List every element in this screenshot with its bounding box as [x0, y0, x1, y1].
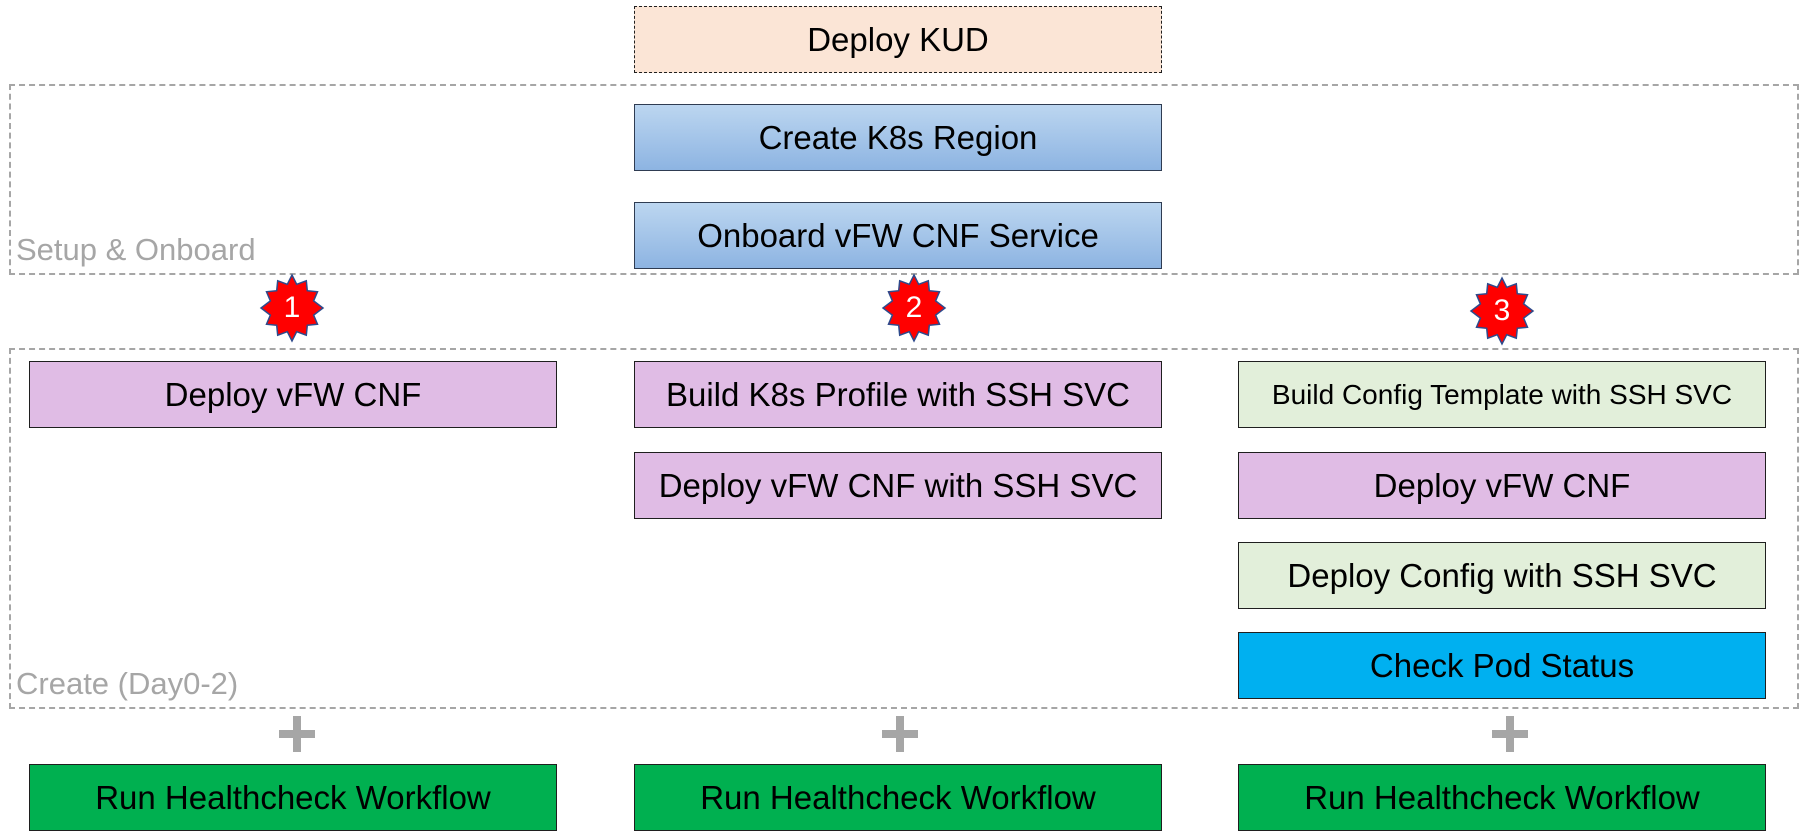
badge-1-label: 1	[284, 291, 301, 324]
badge-2-label: 2	[906, 291, 923, 324]
badge-3-label: 3	[1494, 294, 1511, 327]
onboard-vfw-cnf-service-box: Onboard vFW CNF Service	[634, 202, 1162, 269]
create-k8s-region-box: Create K8s Region	[634, 104, 1162, 171]
badge-2-star-icon: 2	[881, 273, 947, 343]
col3-deploy-config-ssh-box: Deploy Config with SSH SVC	[1238, 542, 1766, 609]
plus-icon	[882, 716, 918, 752]
create-day0-2-label: Create (Day0-2)	[16, 666, 239, 701]
plus-icon	[1492, 716, 1528, 752]
col3-build-config-template-box: Build Config Template with SSH SVC	[1238, 361, 1766, 428]
col1-deploy-vfw-cnf-box: Deploy vFW CNF	[29, 361, 557, 428]
col2-run-healthcheck-box: Run Healthcheck Workflow	[634, 764, 1162, 831]
col2-build-k8s-profile-box: Build K8s Profile with SSH SVC	[634, 361, 1162, 428]
setup-onboard-label: Setup & Onboard	[16, 232, 256, 267]
setup-onboard-group	[9, 84, 1799, 275]
col3-deploy-vfw-cnf-box: Deploy vFW CNF	[1238, 452, 1766, 519]
deploy-kud-box: Deploy KUD	[634, 6, 1162, 73]
create-day0-2-group	[9, 348, 1799, 709]
col3-run-healthcheck-box: Run Healthcheck Workflow	[1238, 764, 1766, 831]
plus-icon	[279, 716, 315, 752]
badge-3-star-icon: 3	[1469, 276, 1535, 346]
col3-check-pod-status-box: Check Pod Status	[1238, 632, 1766, 699]
col2-deploy-vfw-cnf-ssh-box: Deploy vFW CNF with SSH SVC	[634, 452, 1162, 519]
col1-run-healthcheck-box: Run Healthcheck Workflow	[29, 764, 557, 831]
badge-1-star-icon: 1	[259, 273, 325, 343]
